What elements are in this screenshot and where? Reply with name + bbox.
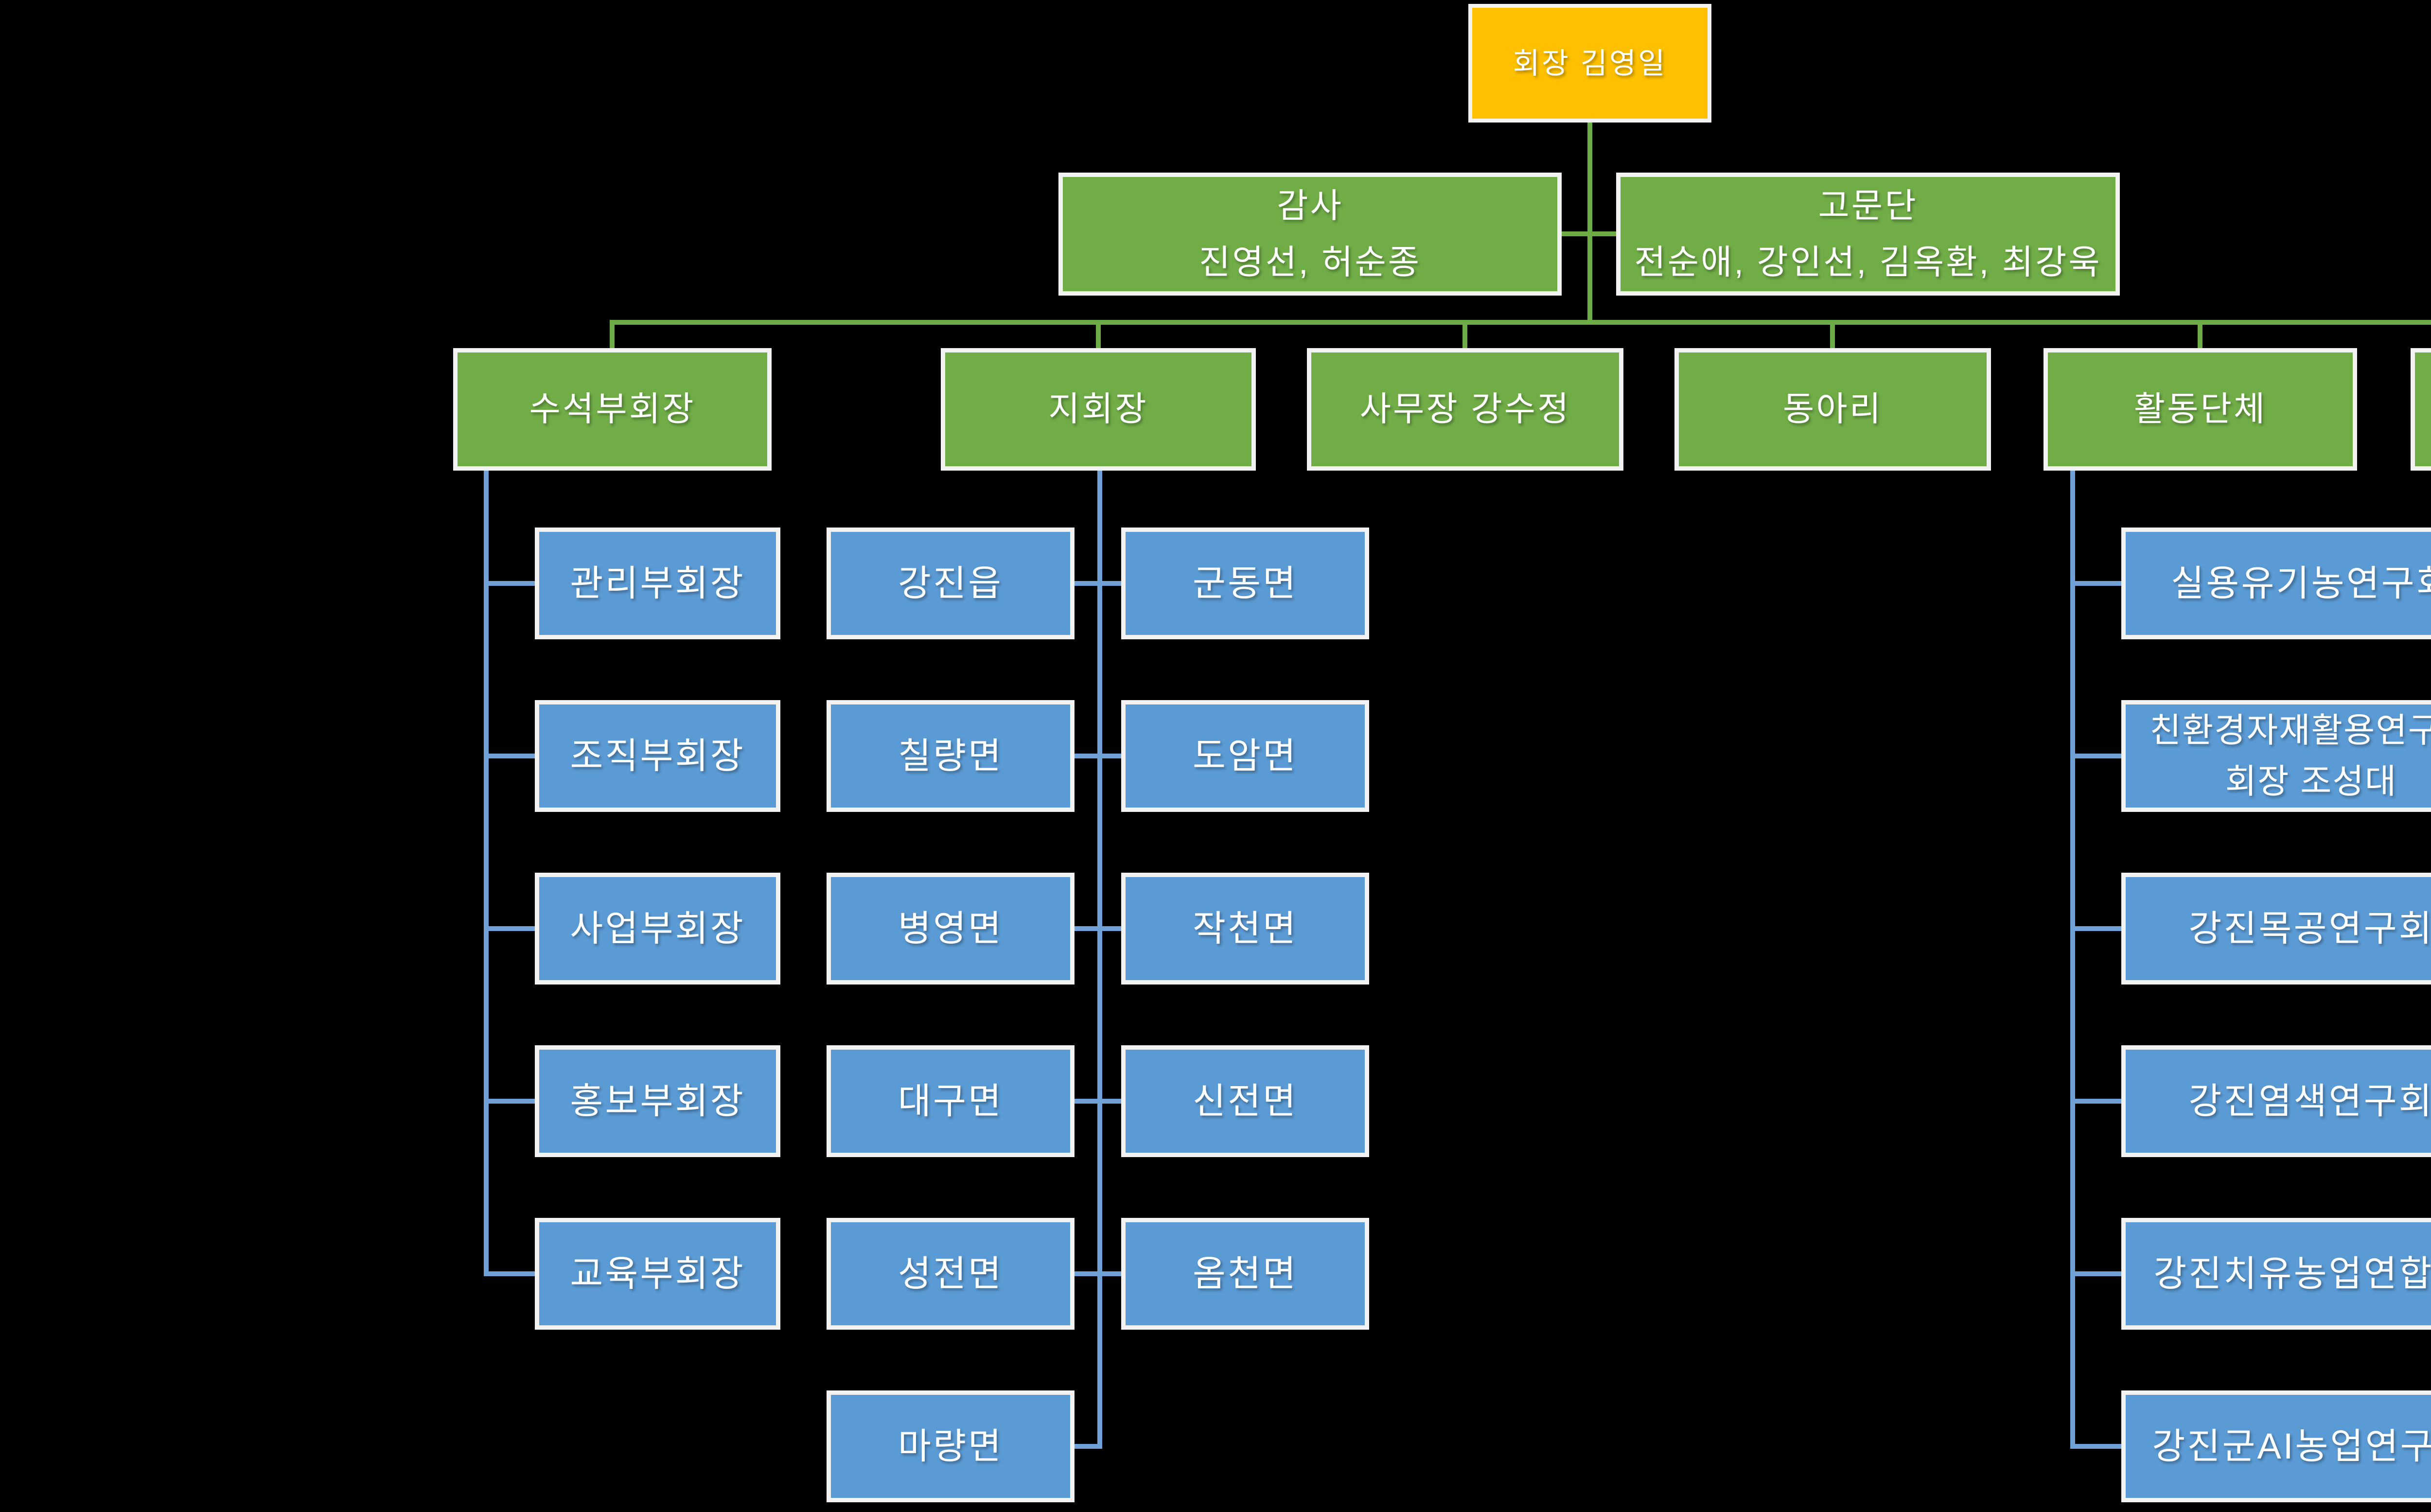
node-label: 홍보부회장	[570, 1081, 745, 1122]
node-branch-daegu: 대구면	[827, 1045, 1075, 1157]
node-branch-sinjeon: 신전면	[1121, 1045, 1369, 1157]
node-auditors-members: 진영선, 허순종	[1198, 243, 1422, 281]
node-vice-chairman-organization: 조직부회장	[535, 700, 780, 812]
node-branch-president: 지회장	[941, 348, 1256, 471]
node-label: 도암면	[1192, 736, 1298, 776]
node-label: 사업부회장	[570, 908, 745, 949]
connector-auditors-advisors	[1562, 231, 1616, 236]
connector-branch-stub	[1075, 1271, 1123, 1276]
connector-activity-stub	[2070, 926, 2124, 931]
connector-branch-vertical	[1097, 471, 1102, 1449]
node-advisors-title: 고문단	[1818, 187, 1918, 225]
node-branch-maryang: 마량면	[827, 1390, 1075, 1502]
connector-vice-stub	[484, 754, 537, 758]
node-auditors-title: 감사	[1277, 187, 1343, 225]
node-advisors-members: 전순애, 강인선, 김옥환, 최강욱	[1634, 243, 2102, 281]
connector-vice-stub	[484, 1271, 537, 1276]
connector-chairman-vertical	[1587, 123, 1592, 325]
connector-level2-horizontal	[610, 320, 2431, 325]
node-federation-corporation: 연합법인	[2411, 348, 2431, 471]
node-label: 강진목공연구회	[2188, 908, 2431, 949]
node-branch-jakcheon: 작천면	[1121, 873, 1369, 985]
node-activity-groups: 활동단체	[2043, 348, 2357, 471]
node-auditors: 감사 진영선, 허순종	[1058, 173, 1562, 296]
node-label: 조직부회장	[570, 736, 745, 776]
node-label: 작천면	[1192, 908, 1298, 949]
node-office-manager-label: 사무장 강수정	[1359, 390, 1571, 428]
node-clubs-label: 동아리	[1782, 390, 1883, 428]
node-chairman: 회장 김영일	[1468, 4, 1711, 123]
connector-vice-stub	[484, 581, 537, 586]
node-vice-chairman-management: 관리부회장	[535, 527, 780, 639]
node-label: 관리부회장	[570, 563, 745, 604]
node-senior-vice-chairman: 수석부회장	[453, 348, 772, 471]
node-label: 옴천면	[1192, 1253, 1298, 1294]
connector-activity-stub	[2070, 581, 2124, 586]
node-label: 강진군AI농업연구회	[2152, 1426, 2431, 1467]
node-org-dyeing: 강진염색연구회	[2121, 1045, 2431, 1157]
node-label: 실용유기농연구회	[2171, 563, 2431, 604]
connector-branch-stub	[1075, 581, 1123, 586]
node-branch-omcheon: 옴천면	[1121, 1218, 1369, 1330]
node-org-healing-agriculture: 강진치유농업연합회	[2121, 1218, 2431, 1330]
node-org-woodworking: 강진목공연구회	[2121, 873, 2431, 985]
connector-activity-stub	[2070, 754, 2124, 758]
node-activity-groups-label: 활동단체	[2133, 390, 2267, 428]
connector-drop-branch	[1096, 320, 1101, 349]
node-label: 칠량면	[898, 736, 1004, 776]
node-senior-vice-chairman-label: 수석부회장	[529, 390, 696, 428]
connector-drop-senior-vice	[610, 320, 615, 349]
node-advisors: 고문단 전순애, 강인선, 김옥환, 최강욱	[1616, 173, 2120, 296]
node-branch-seongjeon: 성전면	[827, 1218, 1075, 1330]
connector-activity-stub	[2070, 1271, 2124, 1276]
node-branch-president-label: 지회장	[1048, 390, 1148, 428]
node-label: 마량면	[898, 1426, 1004, 1467]
connector-vice-stub	[484, 1099, 537, 1104]
node-branch-doam: 도암면	[1121, 700, 1369, 812]
node-label: 대구면	[898, 1081, 1004, 1122]
node-label: 성전면	[898, 1253, 1004, 1294]
node-label: 병영면	[898, 908, 1004, 949]
node-label: 강진염색연구회	[2188, 1081, 2431, 1122]
node-branch-byeongyeong: 병영면	[827, 873, 1075, 985]
node-label-line2: 회장 조성대	[2225, 762, 2397, 800]
node-chairman-label: 회장 김영일	[1513, 47, 1667, 80]
connector-drop-clubs	[1830, 320, 1835, 349]
connector-vice-stub	[484, 926, 537, 931]
connector-drop-activity	[2198, 320, 2202, 349]
node-clubs: 동아리	[1674, 348, 1991, 471]
node-vice-chairman-business: 사업부회장	[535, 873, 780, 985]
node-office-manager: 사무장 강수정	[1307, 348, 1623, 471]
node-branch-gundong: 군동면	[1121, 527, 1369, 639]
connector-activity-stub	[2070, 1099, 2124, 1104]
node-label: 강진읍	[898, 563, 1004, 604]
connector-activity-vertical	[2070, 471, 2075, 1449]
node-label: 군동면	[1192, 563, 1298, 604]
connector-branch-stub	[1075, 1099, 1123, 1104]
node-org-organic-farming: 실용유기농연구회	[2121, 527, 2431, 639]
connector-vice-vertical	[484, 471, 489, 1276]
node-branch-gangjin-eup: 강진읍	[827, 527, 1075, 639]
node-label: 강진치유농업연합회	[2153, 1253, 2431, 1294]
node-vice-chairman-pr: 홍보부회장	[535, 1045, 780, 1157]
node-org-ai-agriculture: 강진군AI농업연구회	[2121, 1390, 2431, 1502]
connector-drop-office	[1462, 320, 1467, 349]
connector-branch-stub	[1075, 926, 1123, 931]
connector-branch-stub-last	[1075, 1444, 1102, 1449]
node-label: 신전면	[1192, 1081, 1298, 1122]
node-branch-chilryang: 칠량면	[827, 700, 1075, 812]
node-vice-chairman-education: 교육부회장	[535, 1218, 780, 1330]
connector-activity-stub	[2070, 1444, 2124, 1449]
connector-branch-stub	[1075, 754, 1123, 758]
node-label: 교육부회장	[570, 1253, 745, 1294]
